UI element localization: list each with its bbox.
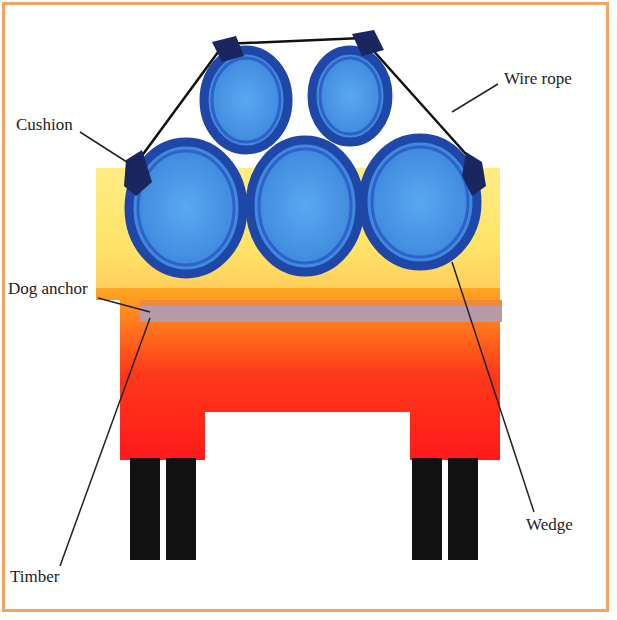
- part-label: Timber: [8, 568, 61, 587]
- part-label: Wedge: [524, 516, 575, 535]
- part-label: Dog anchor: [6, 280, 90, 299]
- part-label: Wire rope: [502, 70, 574, 89]
- border-frame: [2, 2, 609, 612]
- part-label: Cushion: [14, 116, 75, 135]
